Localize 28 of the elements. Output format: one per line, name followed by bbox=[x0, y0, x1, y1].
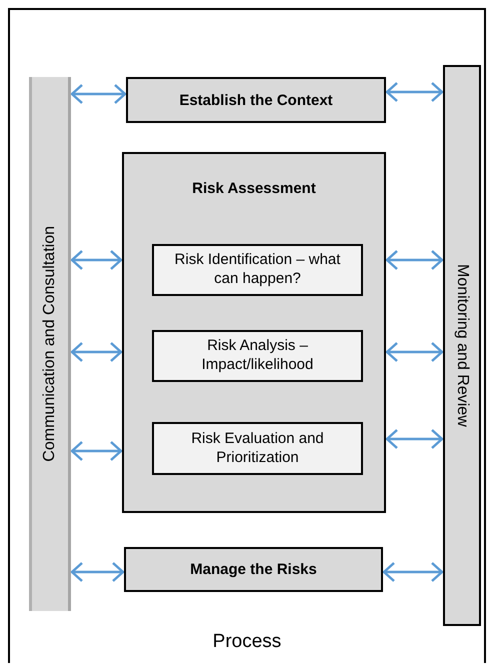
box-label: Establish the Context bbox=[179, 92, 333, 108]
double-arrow bbox=[70, 342, 122, 362]
box-label: Risk Evaluation and Prioritization bbox=[190, 430, 325, 468]
box-label: Risk Analysis – Impact/likelihood bbox=[200, 337, 314, 375]
box-label: Process bbox=[212, 631, 282, 653]
double-arrow bbox=[70, 250, 122, 270]
process-box bbox=[124, 547, 383, 592]
box-label: Risk Identification – what can happen? bbox=[174, 251, 342, 289]
box-label: Communication and Consultation bbox=[41, 226, 59, 462]
box-label: Manage the Risks bbox=[190, 561, 317, 578]
sub-step-box bbox=[152, 330, 363, 382]
double-arrow bbox=[70, 440, 122, 462]
box-label: Risk Assessment bbox=[192, 180, 316, 197]
group-box bbox=[122, 152, 386, 513]
double-arrow bbox=[386, 250, 444, 270]
process-frame bbox=[8, 8, 486, 663]
double-arrow bbox=[386, 342, 444, 362]
sub-step-box bbox=[152, 422, 363, 475]
double-arrow bbox=[386, 82, 444, 102]
double-arrow bbox=[386, 428, 444, 450]
sub-step-box bbox=[152, 244, 363, 296]
side-bar bbox=[443, 65, 481, 626]
side-bar bbox=[29, 77, 71, 611]
double-arrow bbox=[70, 84, 126, 104]
box-label: Monitoring and Review bbox=[453, 264, 471, 427]
double-arrow bbox=[382, 562, 444, 582]
double-arrow bbox=[70, 562, 124, 582]
process-box bbox=[126, 77, 386, 123]
